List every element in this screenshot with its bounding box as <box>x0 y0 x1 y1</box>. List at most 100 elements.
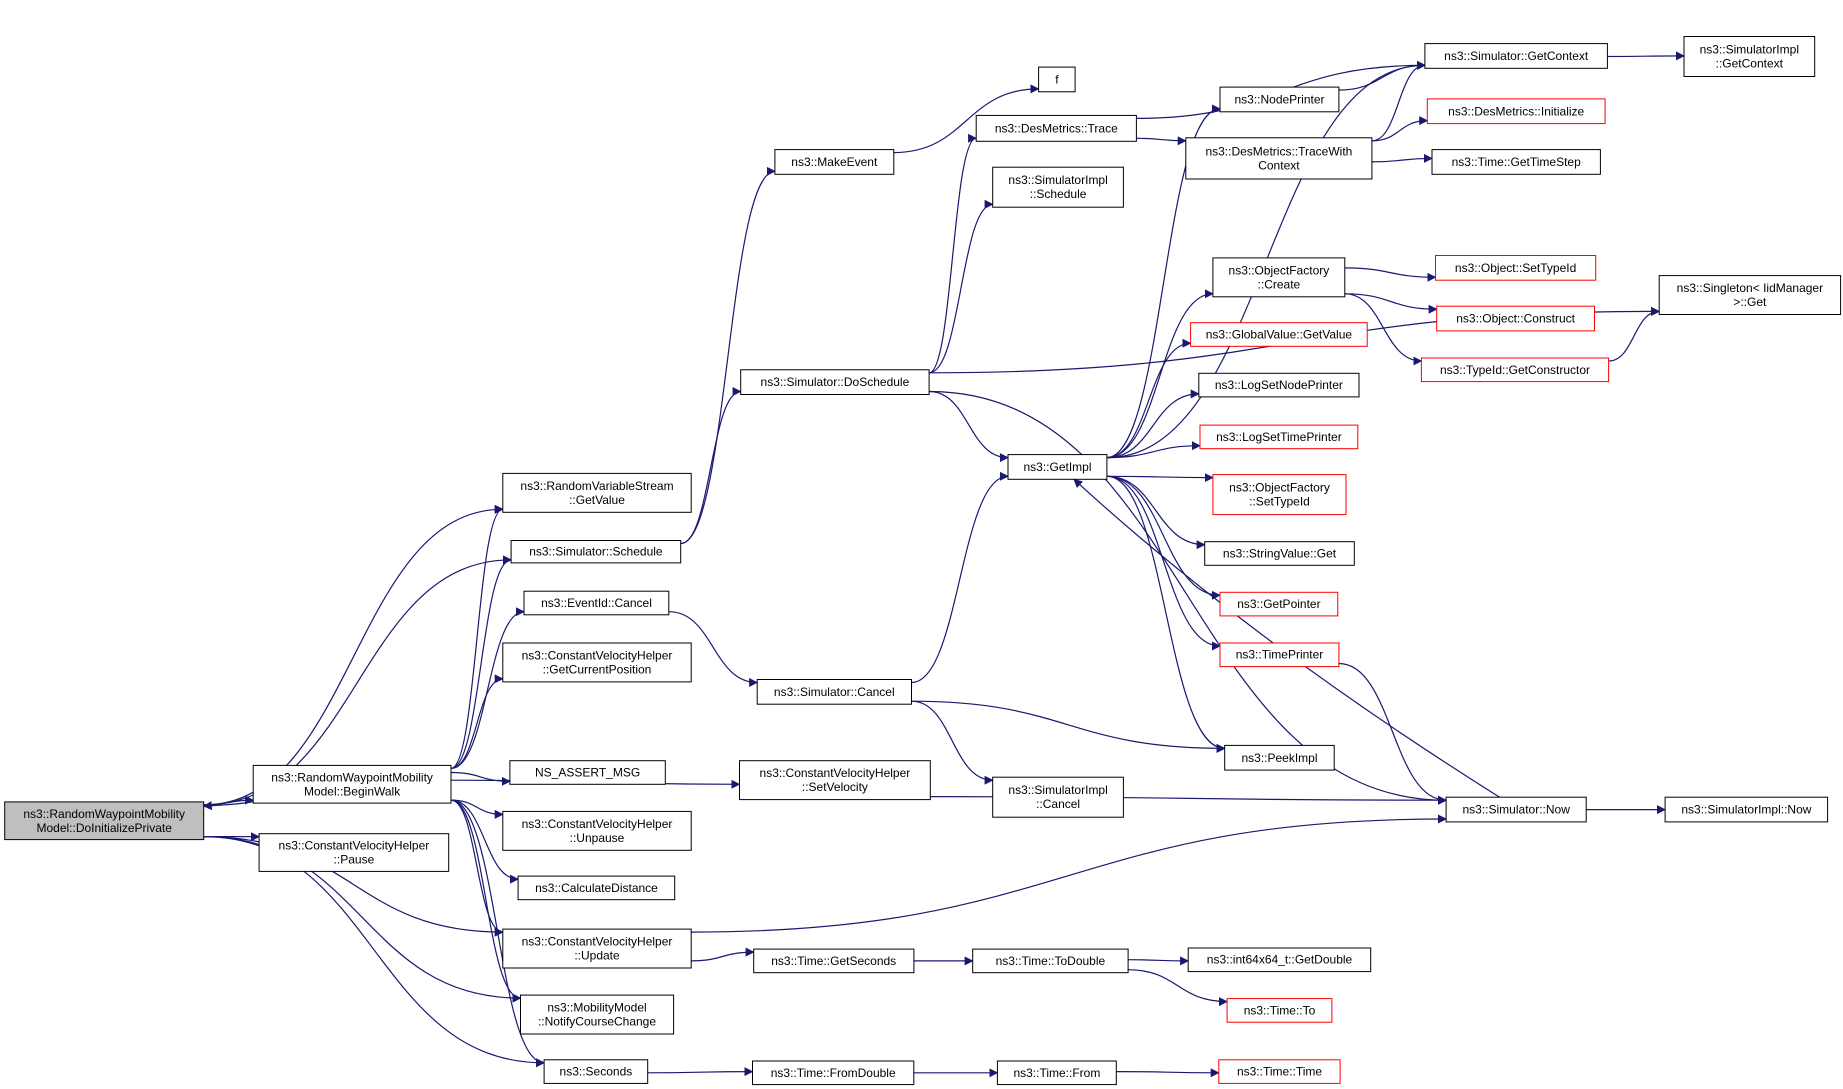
node-label: Model::BeginWalk <box>304 784 401 798</box>
node-mm_notify[interactable]: ns3::MobilityModel::NotifyCourseChange <box>520 994 675 1035</box>
node-label: ::NotifyCourseChange <box>538 1015 656 1029</box>
node-singleton_get[interactable]: ns3::Singleton< IidManager >::Get <box>1658 275 1842 316</box>
node-beginwalk[interactable]: ns3::RandomWaypointMobilityModel::BeginW… <box>252 764 452 804</box>
node-box <box>1683 36 1816 77</box>
node-label: ns3::Simulator::GetContext <box>1444 49 1589 63</box>
node-label: ::SetTypeId <box>1249 495 1310 509</box>
node-sim_getcontext[interactable]: ns3::Simulator::GetContext <box>1424 43 1608 69</box>
edge-beginwalk-to-eventid_cancel <box>450 607 525 769</box>
node-label: ns3::Singleton< IidManager <box>1677 281 1823 295</box>
node-sim_schedule[interactable]: ns3::Simulator::Schedule <box>510 540 682 564</box>
node-obj_construct[interactable]: ns3::Object::Construct <box>1436 305 1595 332</box>
node-box <box>520 994 675 1035</box>
node-time_to[interactable]: ns3::Time::To <box>1226 998 1333 1023</box>
edge-sim_cancel-to-peekimpl <box>911 700 1226 753</box>
node-label: ns3::GetPointer <box>1237 597 1320 611</box>
node-box <box>258 833 450 872</box>
node-of_settypeid[interactable]: ns3::ObjectFactory::SetTypeId <box>1212 474 1347 516</box>
node-label: ::Schedule <box>1030 187 1087 201</box>
edge-sim_schedule-to-sim_doschedule <box>680 387 742 545</box>
edge-getimpl-to-stringvalue_get <box>1106 475 1206 550</box>
node-label: ns3::StringValue::Get <box>1223 547 1337 561</box>
edge-desm_tracewithctx-to-time_gettimestep <box>1371 153 1433 163</box>
node-makeevent[interactable]: ns3::MakeEvent <box>774 149 895 175</box>
node-sim_cancel[interactable]: ns3::Simulator::Cancel <box>756 679 913 705</box>
node-gv_getvalue[interactable]: ns3::GlobalValue::GetValue <box>1190 322 1368 347</box>
node-layer: ns3::RandomWaypointMobilityModel::DoInit… <box>4 36 1842 1086</box>
node-peekimpl[interactable]: ns3::PeekImpl <box>1224 744 1335 771</box>
node-box <box>252 764 452 804</box>
node-label: ::Update <box>574 949 620 963</box>
node-label: ns3::Simulator::DoSchedule <box>761 375 910 389</box>
node-ns_assert[interactable]: NS_ASSERT_MSG <box>509 760 666 785</box>
node-label: ns3::DesMetrics::Trace <box>995 121 1118 135</box>
edge-time_todouble-to-time_to <box>1128 969 1228 1007</box>
node-rvs_getvalue[interactable]: ns3::RandomVariableStream::GetValue <box>502 472 692 513</box>
node-label: ::GetContext <box>1716 57 1784 71</box>
node-box <box>1038 66 1076 93</box>
node-calcdist[interactable]: ns3::CalculateDistance <box>517 875 676 901</box>
edge-getimpl-to-of_settypeid <box>1106 473 1214 483</box>
node-simimpl_schedule[interactable]: ns3::SimulatorImpl::Schedule <box>992 166 1124 208</box>
node-nodeprinter[interactable]: ns3::NodePrinter <box>1219 86 1340 113</box>
edge-makeevent-to-f <box>893 84 1040 154</box>
node-label: ns3::TimePrinter <box>1236 648 1324 662</box>
node-getpointer[interactable]: ns3::GetPointer <box>1219 591 1339 617</box>
node-label: ns3::SimulatorImpl::Now <box>1681 803 1811 817</box>
node-desm_trace[interactable]: ns3::DesMetrics::Trace <box>975 114 1137 142</box>
node-time_gettimestep[interactable]: ns3::Time::GetTimeStep <box>1431 149 1601 175</box>
node-time_fromdouble[interactable]: ns3::Time::FromDouble <box>752 1060 915 1086</box>
node-desm_initialize[interactable]: ns3::DesMetrics::Initialize <box>1426 98 1606 125</box>
node-simimpl_getcontext[interactable]: ns3::SimulatorImpl::GetContext <box>1683 36 1816 77</box>
node-label: ns3::Time::To <box>1244 1003 1316 1017</box>
edge-beginwalk-to-ns_assert <box>450 771 511 786</box>
node-box <box>1212 474 1347 516</box>
node-time_time[interactable]: ns3::Time::Time <box>1218 1059 1341 1084</box>
node-label: ns3::Simulator::Cancel <box>774 685 895 699</box>
node-label: ns3::ConstantVelocityHelper <box>522 935 673 949</box>
node-box <box>1420 357 1610 383</box>
node-typeid_getctor[interactable]: ns3::TypeId::GetConstructor <box>1420 357 1610 383</box>
node-logsettimeprinter[interactable]: ns3::LogSetTimePrinter <box>1199 424 1359 450</box>
edge-beginwalk-to-calcdist <box>450 799 519 884</box>
node-int64_getdouble[interactable]: ns3::int64x64_t::GetDouble <box>1187 947 1372 973</box>
node-label: ns3::ConstantVelocityHelper <box>522 817 673 831</box>
node-time_getseconds[interactable]: ns3::Time::GetSeconds <box>753 948 915 974</box>
node-simimpl_cancel[interactable]: ns3::SimulatorImpl::Cancel <box>992 776 1124 818</box>
node-label: ns3::int64x64_t::GetDouble <box>1207 953 1353 967</box>
node-box <box>517 875 676 901</box>
edge-desm_tracewithctx-to-sim_getcontext <box>1371 60 1426 142</box>
node-obj_settypeid[interactable]: ns3::Object::SetTypeId <box>1435 255 1597 281</box>
node-label: >::Get <box>1733 295 1767 309</box>
node-sim_now[interactable]: ns3::Simulator::Now <box>1445 796 1587 823</box>
node-simimpl_now[interactable]: ns3::SimulatorImpl::Now <box>1664 796 1829 823</box>
node-eventid_cancel[interactable]: ns3::EventId::Cancel <box>523 590 670 616</box>
node-box <box>1212 257 1346 298</box>
node-label: ns3::LogSetTimePrinter <box>1216 430 1342 444</box>
node-getimpl[interactable]: ns3::GetImpl <box>1007 454 1108 480</box>
node-stringvalue_get[interactable]: ns3::StringValue::Get <box>1204 541 1355 566</box>
node-timeprinter[interactable]: ns3::TimePrinter <box>1219 642 1340 668</box>
node-logsetnodeprinter[interactable]: ns3::LogSetNodePrinter <box>1198 372 1360 398</box>
node-cvh_pause[interactable]: ns3::ConstantVelocityHelper::Pause <box>258 833 450 872</box>
node-cvh_update[interactable]: ns3::ConstantVelocityHelper::Update <box>502 928 692 969</box>
node-label: ns3::GetImpl <box>1023 460 1091 474</box>
node-box <box>1658 275 1842 316</box>
node-cvh_setvel[interactable]: ns3::ConstantVelocityHelper::SetVelocity <box>739 760 931 801</box>
node-cvh_getcurpos[interactable]: ns3::ConstantVelocityHelper::GetCurrentP… <box>502 642 692 683</box>
node-seconds[interactable]: ns3::Seconds <box>543 1059 649 1084</box>
node-sim_doschedule[interactable]: ns3::Simulator::DoSchedule <box>740 369 930 395</box>
node-time_from[interactable]: ns3::Time::From <box>996 1060 1117 1086</box>
node-of_create[interactable]: ns3::ObjectFactory::Create <box>1212 257 1346 298</box>
node-box <box>996 1060 1117 1086</box>
node-box <box>1198 372 1360 398</box>
node-time_todouble[interactable]: ns3::Time::ToDouble <box>972 948 1129 974</box>
node-cvh_unpause[interactable]: ns3::ConstantVelocityHelper::Unpause <box>502 810 692 851</box>
node-box <box>1426 98 1606 125</box>
node-doinit[interactable]: ns3::RandomWaypointMobilityModel::DoInit… <box>4 801 205 841</box>
edge-cvh_update-to-sim_now <box>691 814 1447 933</box>
node-label: ns3::Simulator::Now <box>1463 803 1571 817</box>
node-f[interactable]: f <box>1038 66 1076 93</box>
node-label: ::Pause <box>334 853 375 867</box>
